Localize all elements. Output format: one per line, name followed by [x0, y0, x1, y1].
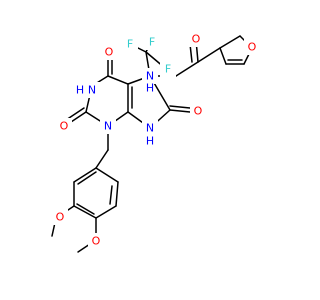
- amine-hydrogen-label: H: [146, 82, 154, 95]
- atom-label-layer: F F F O O O O O O O N H N H N H N: [52, 31, 260, 249]
- bond: [73, 205, 97, 219]
- bond: [77, 171, 97, 185]
- amine-hydrogen-label: H: [146, 135, 154, 148]
- bond: [169, 105, 191, 109]
- molecule-diagram: F F F O O O O O O O N H N H N H N: [51, 31, 260, 253]
- oxygen-atom-label: O: [248, 41, 257, 54]
- oxygen-atom-label: O: [92, 235, 101, 248]
- fluorine-atom-label: F: [127, 38, 133, 51]
- bond: [76, 203, 95, 215]
- fluorine-atom-label: F: [165, 63, 171, 76]
- bond: [175, 61, 199, 77]
- nitrogen-atom-label: N: [146, 122, 154, 135]
- bond: [95, 205, 117, 219]
- bond: [115, 181, 119, 207]
- nitrogen-atom-label: N: [146, 70, 154, 83]
- nitrogen-atom-label: N: [104, 120, 112, 133]
- oxygen-atom-label: O: [192, 33, 201, 46]
- oxygen-atom-label: O: [105, 46, 114, 59]
- oxygen-atom-label: O: [60, 120, 69, 133]
- amine-hydrogen-label: H: [76, 84, 84, 97]
- nitrogen-atom-label: N: [88, 84, 96, 97]
- bond: [73, 167, 97, 183]
- fluorine-atom-label: F: [149, 36, 155, 49]
- bond: [95, 167, 119, 183]
- bond: [197, 47, 221, 63]
- bond: [95, 149, 109, 169]
- oxygen-atom-label: O: [56, 211, 65, 224]
- bond: [109, 185, 113, 205]
- oxygen-atom-label: O: [194, 105, 203, 118]
- bond: [107, 75, 129, 85]
- bond: [219, 47, 227, 65]
- bond: [169, 109, 191, 113]
- bond: [219, 35, 241, 49]
